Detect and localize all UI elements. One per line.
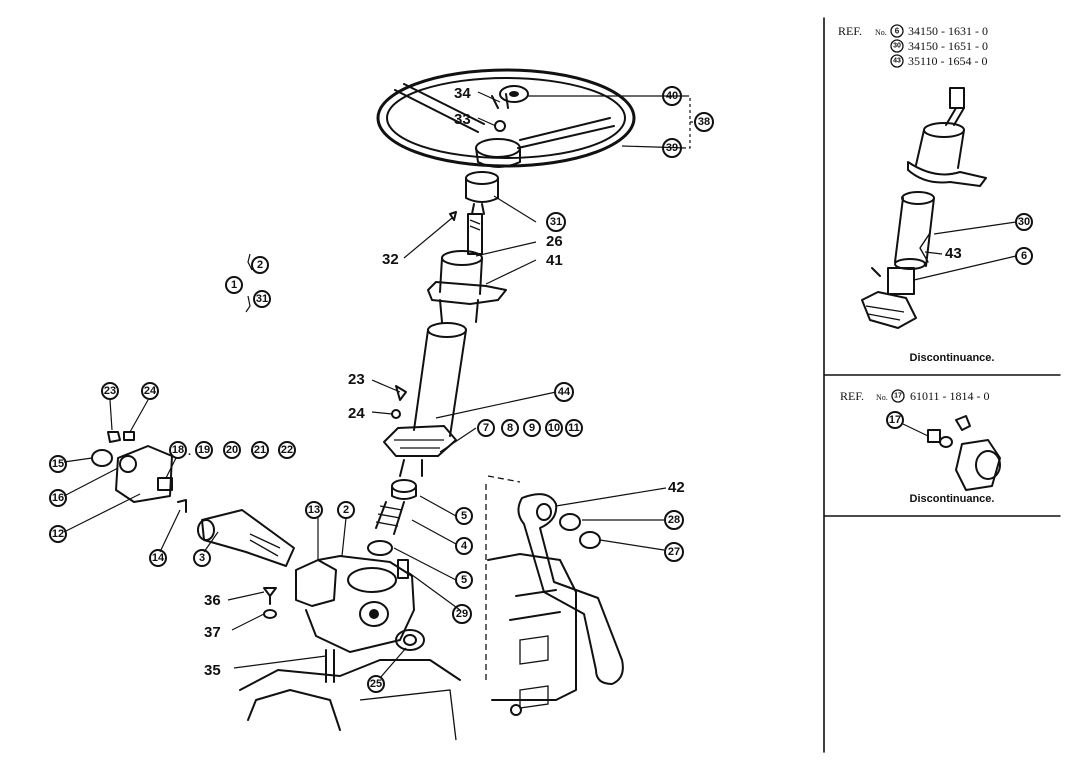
callout-20: 20 bbox=[226, 444, 238, 456]
callout-11: 11 bbox=[568, 422, 580, 434]
callout-35: 35 bbox=[204, 662, 221, 679]
callout-5b: 5 bbox=[461, 574, 467, 586]
discontinuance-note-1: Discontinuance. bbox=[910, 352, 995, 364]
callout-6: 6 bbox=[1021, 250, 1027, 262]
callout-2: 2 bbox=[257, 259, 263, 271]
column-bracket bbox=[427, 281, 507, 305]
callout-40: 40 bbox=[666, 90, 678, 102]
side-flange bbox=[91, 431, 187, 513]
svg-text:.: . bbox=[188, 446, 191, 458]
callout-30: 30 bbox=[1018, 216, 1030, 228]
callout-22: 22 bbox=[281, 444, 293, 456]
callout-31: 31 bbox=[550, 216, 562, 228]
callout-1: 1 bbox=[231, 279, 237, 291]
ref-circle-number: 6 bbox=[895, 27, 900, 36]
callout-39: 39 bbox=[666, 142, 678, 154]
ref-part-number: 61011 - 1814 - 0 bbox=[910, 389, 990, 403]
drop-arm bbox=[517, 493, 624, 685]
ref-circle bbox=[891, 389, 905, 403]
leader-lines bbox=[63, 91, 694, 679]
callout-37: 37 bbox=[204, 624, 221, 641]
callout-2b: 2 bbox=[343, 504, 349, 516]
callout-4: 4 bbox=[461, 540, 468, 552]
ref-box-1: REF. No. 6 34150 - 1631 - 0 30 34150 - 1… bbox=[838, 24, 1033, 364]
callout-44: 44 bbox=[558, 386, 571, 398]
ref-circle-number: 17 bbox=[894, 393, 902, 400]
discontinuance-note-2: Discontinuance. bbox=[910, 493, 995, 505]
callout-32: 32 bbox=[382, 251, 399, 268]
callout-14: 14 bbox=[152, 552, 165, 564]
column-assembly-drawing bbox=[861, 87, 987, 329]
callout-10: 10 bbox=[548, 422, 560, 434]
ref-box-2: REF. No. 17 61011 - 1814 - 0 17 Disconti… bbox=[840, 389, 1001, 505]
callout-26: 26 bbox=[546, 233, 563, 250]
callout-25: 25 bbox=[370, 678, 382, 690]
callout-9: 9 bbox=[529, 422, 535, 434]
ref-part-number: 35110 - 1654 - 0 bbox=[908, 54, 988, 68]
ref-no-label: No. bbox=[875, 28, 887, 37]
callout-7: 7 bbox=[483, 422, 489, 434]
callout-23b: 23 bbox=[104, 385, 116, 397]
ref-circle-number: 43 bbox=[893, 58, 901, 65]
callout-34: 34 bbox=[454, 85, 471, 102]
callout-circle-17 bbox=[886, 411, 904, 429]
ref-circle bbox=[890, 39, 904, 53]
tractor-frame bbox=[239, 475, 577, 741]
callout-23: 23 bbox=[348, 371, 365, 388]
callout-16: 16 bbox=[52, 492, 64, 504]
callout-17: 17 bbox=[889, 414, 901, 426]
callout-31b: 31 bbox=[256, 293, 268, 305]
ref-circle bbox=[890, 54, 904, 68]
callout-13: 13 bbox=[308, 504, 320, 516]
column-flange bbox=[383, 425, 457, 457]
ref-circle-number: 30 bbox=[893, 43, 901, 50]
callout-19: 19 bbox=[198, 444, 210, 456]
gear-housing bbox=[295, 555, 425, 683]
steering-column bbox=[367, 171, 507, 556]
ref-circle bbox=[890, 24, 904, 38]
sector-shaft bbox=[197, 509, 295, 567]
callout-24b: 24 bbox=[144, 385, 157, 397]
callouts: 34 33 40 38 39 31 32 26 41 1 2 31 23 24 … bbox=[49, 85, 714, 693]
callout-18: 18 bbox=[172, 444, 184, 456]
callout-43: 43 bbox=[945, 245, 962, 262]
callout-36: 36 bbox=[204, 592, 221, 609]
ref2-flange bbox=[955, 439, 1001, 491]
ref-label: REF. bbox=[840, 389, 864, 403]
callout-38: 38 bbox=[698, 116, 710, 128]
ref-label: REF. bbox=[838, 24, 862, 38]
horn-cap bbox=[499, 85, 529, 103]
callout-15: 15 bbox=[52, 458, 64, 470]
callout-8: 8 bbox=[507, 422, 513, 434]
column-tube bbox=[413, 329, 467, 437]
callout-33: 33 bbox=[454, 111, 471, 128]
ref-no-label: No. bbox=[876, 393, 888, 402]
callout-12: 12 bbox=[52, 528, 64, 540]
callout-3: 3 bbox=[199, 552, 205, 564]
callout-42: 42 bbox=[668, 479, 685, 496]
right-panel-frame bbox=[823, 17, 1061, 753]
ref2-bushing bbox=[927, 429, 941, 443]
callout-29: 29 bbox=[456, 608, 468, 620]
callout-5a: 5 bbox=[461, 510, 467, 522]
callout-24: 24 bbox=[348, 405, 365, 422]
callout-41: 41 bbox=[546, 252, 563, 269]
ref-part-number: 34150 - 1651 - 0 bbox=[908, 39, 988, 53]
steering-wheel bbox=[376, 68, 636, 168]
callout-28: 28 bbox=[668, 514, 680, 526]
callout-27: 27 bbox=[668, 546, 680, 558]
callout-21: 21 bbox=[254, 444, 266, 456]
ref-part-number: 34150 - 1631 - 0 bbox=[908, 24, 988, 38]
